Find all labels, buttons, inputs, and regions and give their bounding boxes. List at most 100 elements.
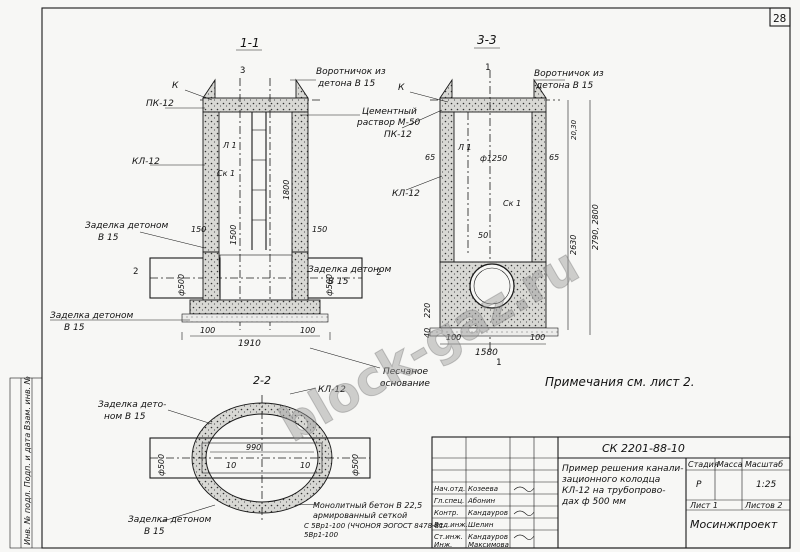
svg-text:КЛ-12 на трубопрово-: КЛ-12 на трубопрово- — [562, 486, 665, 496]
svg-text:40: 40 — [423, 328, 432, 338]
svg-text:ф500: ф500 — [157, 454, 166, 476]
svg-text:3: 3 — [240, 66, 245, 76]
svg-text:20,30: 20,30 — [570, 119, 578, 140]
sheet-frame — [41, 7, 791, 549]
svg-text:1:25: 1:25 — [756, 480, 776, 490]
svg-text:ф1250: ф1250 — [480, 154, 507, 163]
collar-left — [202, 78, 216, 99]
section-3-3-title: 3-3 — [477, 33, 497, 47]
base-slab — [189, 299, 321, 315]
slab-pk12-33 — [439, 97, 547, 113]
svg-text:990: 990 — [246, 443, 261, 452]
svg-text:1800: 1800 — [282, 180, 291, 200]
svg-text:Гл.спец.: Гл.спец. — [434, 497, 464, 505]
svg-text:Заделка детоном: Заделка детоном — [128, 515, 212, 525]
svg-text:армированный сеткой: армированный сеткой — [313, 511, 407, 520]
svg-text:ном В 15: ном В 15 — [104, 412, 146, 422]
svg-text:2630: 2630 — [569, 235, 578, 255]
sheet-number-box — [769, 7, 791, 27]
svg-text:Лист 1: Лист 1 — [689, 501, 718, 510]
svg-text:ф500: ф500 — [351, 454, 360, 476]
svg-text:220: 220 — [423, 303, 432, 318]
svg-text:100: 100 — [200, 326, 215, 335]
svg-text:Шелин: Шелин — [468, 521, 494, 529]
svg-text:Пример решения канали-: Пример решения канали- — [562, 464, 683, 474]
sand-base — [181, 313, 329, 323]
svg-text:Заделка дето-: Заделка дето- — [98, 400, 166, 410]
svg-text:2: 2 — [376, 268, 381, 278]
svg-text:Масса: Масса — [717, 460, 743, 469]
svg-text:К: К — [398, 83, 405, 93]
side-strip-text: Инв. № подл. Подп. и дата Взам. инв. № — [23, 376, 32, 545]
svg-text:КЛ-12: КЛ-12 — [318, 385, 346, 395]
svg-text:Максимова: Максимова — [468, 541, 509, 549]
pipe-section — [469, 263, 515, 309]
svg-text:2790, 2800: 2790, 2800 — [591, 204, 600, 250]
side-strip — [9, 377, 43, 549]
svg-text:Кандауров: Кандауров — [468, 509, 508, 517]
svg-text:Воротничок из: Воротничок из — [534, 69, 604, 79]
svg-text:детона В 15: детона В 15 — [317, 79, 376, 89]
svg-text:В 15: В 15 — [328, 277, 349, 287]
svg-text:Заделка детоном: Заделка детоном — [50, 311, 134, 321]
svg-text:Ст.инж.: Ст.инж. — [434, 533, 463, 541]
dim-1580: 1580 — [475, 348, 498, 358]
svg-text:Контр.: Контр. — [434, 509, 459, 517]
svg-text:Вед.инж.: Вед.инж. — [434, 521, 468, 529]
svg-text:ф500: ф500 — [177, 274, 186, 296]
stamp-org: Мосинжпроект — [690, 518, 778, 531]
svg-text:ПК-12: ПК-12 — [146, 99, 174, 109]
svg-text:Кандауров: Кандауров — [468, 533, 508, 541]
svg-text:В 15: В 15 — [64, 323, 85, 333]
svg-text:Заделка детоном: Заделка детоном — [308, 265, 392, 275]
section-1-1-title: 1-1 — [240, 36, 260, 50]
svg-text:100: 100 — [300, 326, 315, 335]
svg-text:ф500: ф500 — [325, 274, 334, 296]
svg-text:Листов 2: Листов 2 — [744, 501, 783, 510]
svg-text:зационного колодца: зационного колодца — [562, 475, 660, 485]
svg-text:2: 2 — [133, 267, 138, 277]
svg-text:Заделка детоном: Заделка детоном — [85, 221, 169, 231]
svg-text:детона В 15: детона В 15 — [535, 81, 594, 91]
svg-text:Абонин: Абонин — [467, 497, 496, 505]
svg-text:основание: основание — [380, 379, 430, 389]
svg-text:150: 150 — [191, 225, 206, 234]
svg-text:С 5Вр1-100 (ЧЧОНОЯ ЭОГОСТ 8478: С 5Вр1-100 (ЧЧОНОЯ ЭОГОСТ 8478-81 — [304, 522, 444, 530]
svg-text:раствор М-50: раствор М-50 — [356, 118, 421, 128]
svg-text:1: 1 — [496, 358, 501, 368]
svg-text:Воротничок из: Воротничок из — [316, 67, 386, 77]
section-2-2: 2-2 990 10 10 ф500 ф500 КЛ-12 Заделка де… — [98, 374, 444, 539]
svg-text:Ск 1: Ск 1 — [217, 169, 235, 178]
svg-text:ПК-12: ПК-12 — [384, 130, 412, 140]
sheet-number: 28 — [773, 12, 786, 25]
dim-1910: 1910 — [238, 339, 261, 349]
svg-text:5Вр1-100: 5Вр1-100 — [304, 531, 339, 539]
svg-text:65: 65 — [549, 153, 559, 162]
wall-right — [291, 111, 309, 253]
svg-text:Цементный: Цементный — [362, 107, 417, 117]
svg-text:К: К — [172, 81, 179, 91]
svg-text:В 15: В 15 — [98, 233, 119, 243]
svg-text:65: 65 — [425, 153, 435, 162]
svg-text:Нач.отд.: Нач.отд. — [434, 485, 465, 493]
svg-text:КЛ-12: КЛ-12 — [132, 157, 160, 167]
svg-text:Песчаное: Песчаное — [383, 367, 428, 377]
section-2-2-title: 2-2 — [253, 374, 271, 387]
svg-text:Р: Р — [696, 480, 702, 490]
svg-text:10: 10 — [226, 461, 236, 470]
note-text: Примечания см. лист 2. — [545, 375, 695, 389]
svg-text:Л 1: Л 1 — [457, 143, 472, 152]
svg-text:Масштаб: Масштаб — [745, 460, 783, 469]
svg-text:100: 100 — [446, 333, 461, 342]
svg-text:Козеева: Козеева — [468, 485, 498, 493]
svg-text:Л 1: Л 1 — [222, 141, 237, 150]
section-3-3: 3-3 100 100 1580 65 65 ф1250 50 2630 279… — [384, 33, 604, 368]
svg-text:1: 1 — [485, 63, 490, 73]
svg-text:Стадия: Стадия — [688, 460, 719, 469]
stamp-code: СК 2201-88-10 — [602, 442, 685, 455]
svg-text:КЛ-12: КЛ-12 — [392, 189, 420, 199]
section-1-1: 1-1 100 100 1 — [50, 36, 430, 389]
svg-text:Инж.: Инж. — [434, 541, 452, 549]
